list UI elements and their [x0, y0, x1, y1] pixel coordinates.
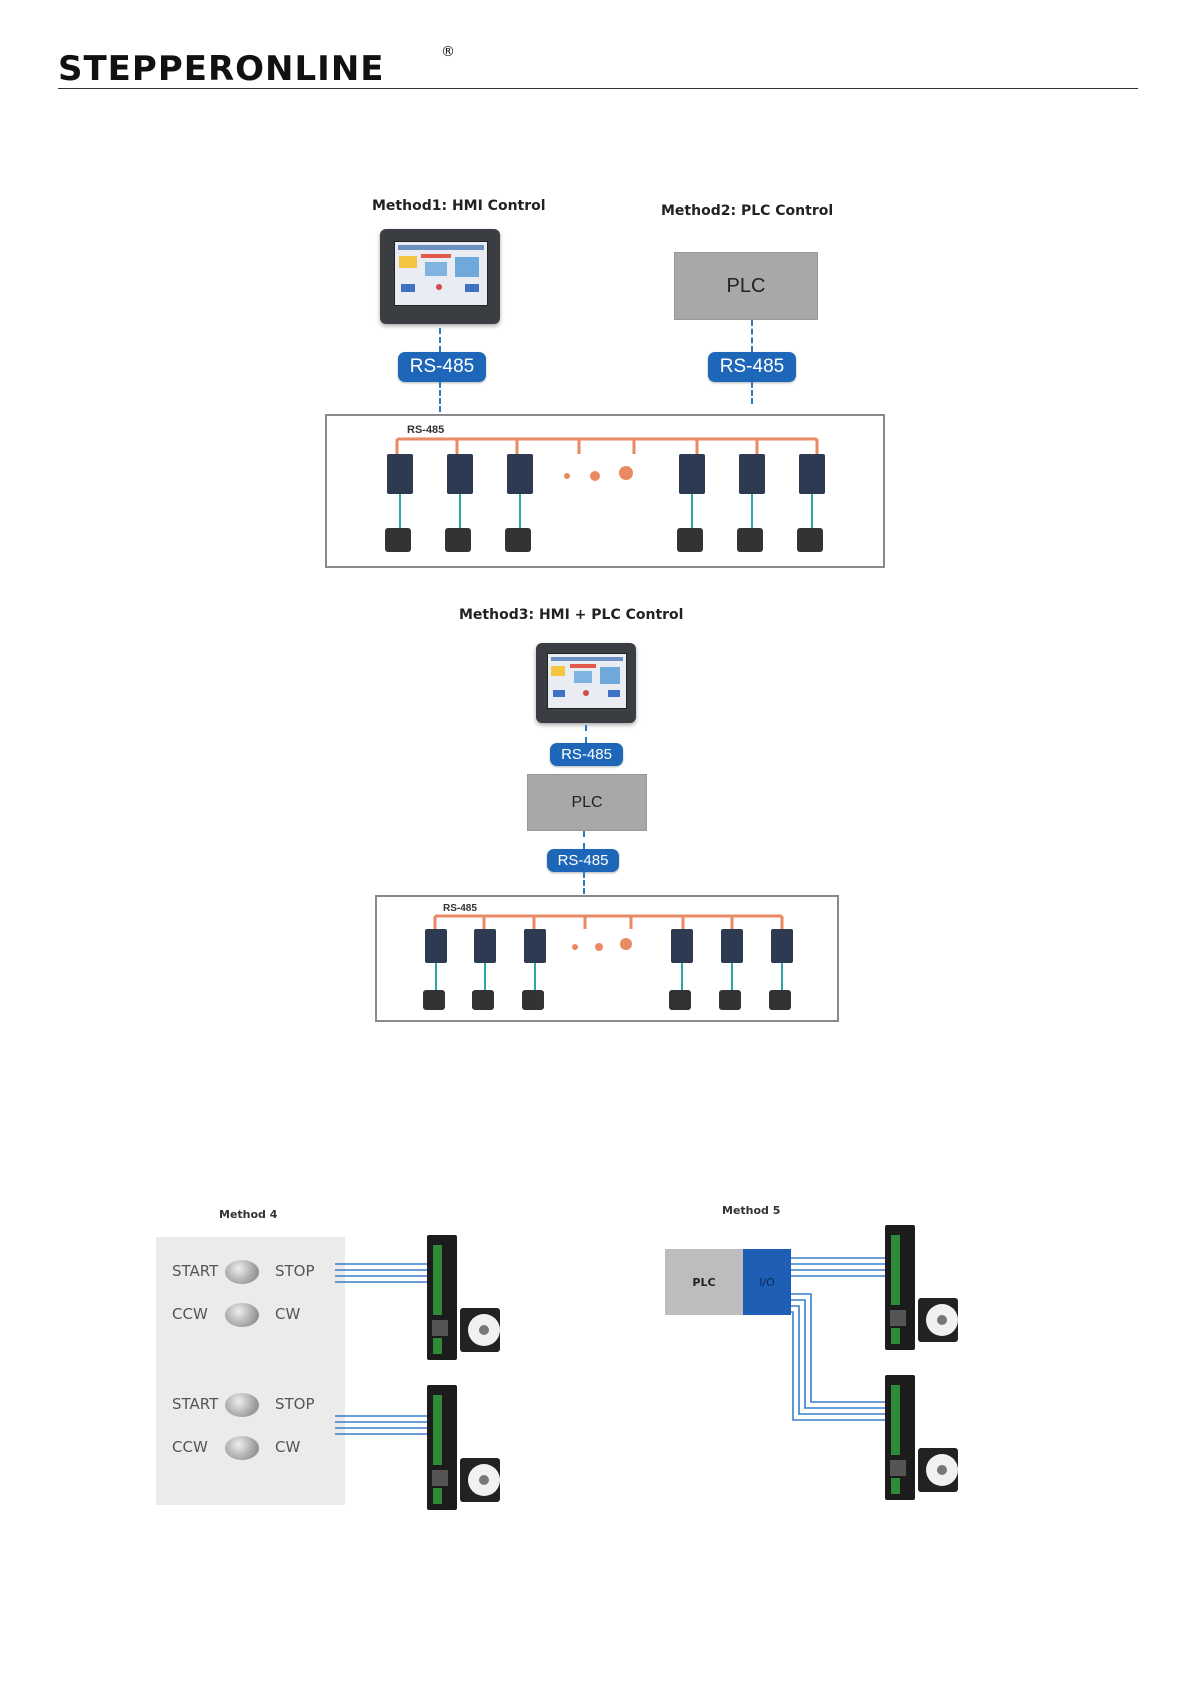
connector: [583, 831, 585, 849]
stepper-drive: [885, 1225, 915, 1350]
stepper-motor: [460, 1458, 500, 1502]
method3-title: Method3: HMI + PLC Control: [459, 607, 683, 623]
stepperonline-logo: STEPPERONLINE ®: [58, 40, 458, 90]
ellipsis-dot: [595, 943, 603, 951]
stepper-drive: [385, 454, 413, 552]
stepper-drive: [885, 1375, 915, 1500]
bus-label: RS-485: [407, 424, 444, 436]
method4-wiring: [330, 1230, 520, 1510]
logo-text: STEPPERONLINE: [58, 49, 385, 89]
io-module: I/O: [743, 1249, 791, 1315]
method5-wiring: [785, 1220, 970, 1510]
switch-label-right: STOP: [275, 1262, 315, 1280]
ellipsis-dot: [564, 473, 570, 479]
stepper-drive: [769, 929, 793, 1010]
hmi-screen: [394, 241, 488, 306]
stepper-drive: [669, 929, 693, 1010]
rs485-badge: RS-485: [547, 849, 619, 872]
plc-box: PLC: [674, 252, 818, 320]
stepper-drive: [427, 1235, 457, 1360]
stepper-drive: [737, 454, 765, 552]
method1-title: Method1: HMI Control: [372, 198, 546, 214]
rs485-badge: RS-485: [398, 352, 486, 382]
method5-title: Method 5: [722, 1204, 780, 1217]
stepper-drive: [677, 454, 705, 552]
stepper-motor: [460, 1308, 500, 1352]
ellipsis-dot: [572, 944, 578, 950]
ellipsis-dot: [590, 471, 600, 481]
hmi-panel: [536, 643, 636, 723]
drive-network-diagram: RS-485: [377, 897, 837, 1020]
connector: [585, 725, 587, 743]
plc-box: PLC: [665, 1249, 743, 1315]
switch-label-left: START: [172, 1262, 218, 1280]
switch-label-left: CCW: [172, 1305, 208, 1323]
stepper-drive: [505, 454, 533, 552]
switch-label-right: CW: [275, 1305, 300, 1323]
stepper-drive: [445, 454, 473, 552]
drive-network-frame: RS-485: [375, 895, 839, 1022]
registered-mark: ®: [441, 44, 455, 60]
rs485-badge: RS-485: [708, 352, 796, 382]
rs485-badge: RS-485: [550, 743, 623, 766]
connector: [751, 320, 753, 352]
hmi-screen: [547, 653, 627, 709]
stepper-drive: [522, 929, 546, 1010]
plc-box: PLC: [527, 774, 647, 831]
stepper-drive: [472, 929, 496, 1010]
switch-label-left: CCW: [172, 1438, 208, 1456]
toggle-switch[interactable]: [225, 1303, 259, 1327]
switch-label-right: CW: [275, 1438, 300, 1456]
toggle-switch[interactable]: [225, 1260, 259, 1284]
stepper-drive: [797, 454, 825, 552]
switch-label-left: START: [172, 1395, 218, 1413]
method2-title: Method2: PLC Control: [661, 203, 833, 219]
ellipsis-dot: [620, 938, 632, 950]
stepper-drive: [423, 929, 447, 1010]
drive-network-frame: RS-485: [325, 414, 885, 568]
toggle-switch[interactable]: [225, 1436, 259, 1460]
connector: [439, 328, 441, 352]
drive-network-diagram: RS-485: [327, 416, 883, 566]
stepper-drive: [719, 929, 743, 1010]
connector: [751, 382, 753, 404]
connector: [439, 382, 441, 412]
ellipsis-dot: [619, 466, 633, 480]
stepper-motor: [918, 1298, 958, 1342]
stepper-drive: [427, 1385, 457, 1510]
connector: [583, 872, 585, 894]
switch-label-right: STOP: [275, 1395, 315, 1413]
hmi-panel: [380, 229, 500, 324]
toggle-switch[interactable]: [225, 1393, 259, 1417]
header-rule: [58, 88, 1138, 89]
method4-title: Method 4: [219, 1208, 277, 1221]
bus-label: RS-485: [443, 903, 477, 914]
stepper-motor: [918, 1448, 958, 1492]
